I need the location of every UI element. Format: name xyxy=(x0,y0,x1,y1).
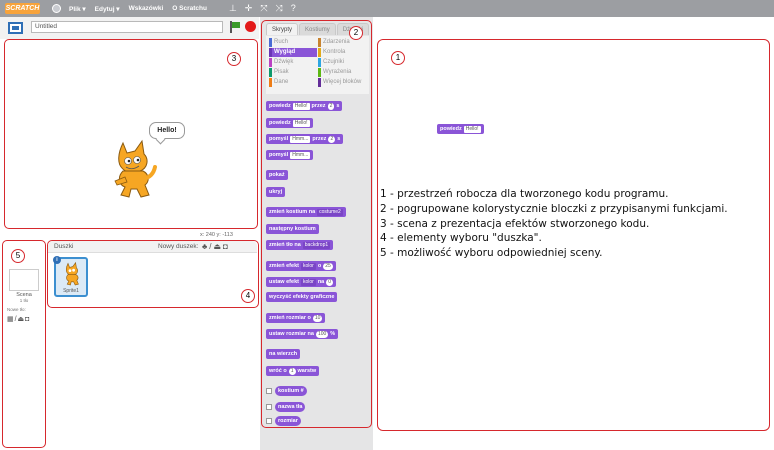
legend-line: 3 - scena z prezentacja efektów stworzon… xyxy=(380,217,650,230)
tab-costumes[interactable]: Kostiumy xyxy=(299,23,336,35)
category-motion[interactable]: Ruch xyxy=(269,38,317,47)
legend-line: 5 - możliwość wyboru odpowiedniej sceny. xyxy=(380,247,603,260)
menu-tips[interactable]: Wskazówki xyxy=(128,5,164,12)
sprites-title: Duszki xyxy=(54,243,74,250)
menu-edit[interactable]: Edytuj ▾ xyxy=(94,5,120,13)
sprite-tile[interactable]: i Sprite1 xyxy=(53,256,88,297)
category-grid: Ruch Wygląd Dźwięk Pisak Dane Zdarzenia … xyxy=(266,36,369,94)
reporter-size[interactable]: rozmiar xyxy=(275,416,301,426)
category-more-blocks[interactable]: Więcej bloków xyxy=(318,78,366,87)
legend-line: 2 - pogrupowane kolorystycznie bloczki z… xyxy=(380,202,728,215)
category-data[interactable]: Dane xyxy=(269,78,317,87)
scripts-highlight xyxy=(377,39,770,431)
badge-1: 1 xyxy=(391,51,405,65)
sprite-name: Sprite1 xyxy=(63,288,79,294)
green-flag-icon[interactable] xyxy=(229,20,241,34)
info-icon[interactable]: i xyxy=(53,256,61,264)
reporter-checkbox[interactable] xyxy=(266,404,272,410)
language-globe-icon[interactable] xyxy=(52,4,61,13)
new-sprite-label: Nowy duszek: xyxy=(158,243,199,250)
stamp-icon[interactable]: ⊥ xyxy=(228,3,237,13)
reporter-checkbox[interactable] xyxy=(266,388,272,394)
scene-thumbnail[interactable] xyxy=(9,269,39,291)
category-operators[interactable]: Wyrażenia xyxy=(318,68,366,77)
badge-2: 2 xyxy=(349,26,363,40)
help-icon[interactable]: ? xyxy=(290,3,296,13)
palette-highlight xyxy=(261,20,372,428)
mouse-coordinates: x: 240 y: -113 xyxy=(200,232,233,238)
sprites-panel: Duszki Nowy duszek: ♣/⏏◘ i Sprite1 xyxy=(47,240,259,308)
reporter-costume-number[interactable]: kostium # xyxy=(275,386,307,396)
menu-file[interactable]: Plik ▾ xyxy=(69,5,86,13)
reporter-checkbox[interactable] xyxy=(266,418,272,424)
speech-bubble: Hello! xyxy=(149,122,185,139)
badge-5: 5 xyxy=(11,249,25,263)
scene-panel: Scena 1 tło Nowe tło: ▦/⏏◘ xyxy=(2,240,46,448)
grow-icon[interactable]: ⤧ xyxy=(260,3,268,13)
menu-about[interactable]: O Scratchu xyxy=(172,5,207,12)
project-title-input[interactable]: Untitled xyxy=(31,21,223,33)
reporter-backdrop-name[interactable]: nazwa tła xyxy=(275,402,306,412)
new-sprite-icons[interactable]: ♣/⏏◘ xyxy=(202,242,230,251)
badge-4: 4 xyxy=(241,289,255,303)
stop-icon[interactable] xyxy=(245,21,256,32)
legend-line: 1 - przestrzeń robocza dla tworzonego ko… xyxy=(380,188,669,200)
block-next-costume[interactable]: następny kostium xyxy=(266,224,319,234)
category-sound[interactable]: Dźwięk xyxy=(269,58,317,67)
category-pen[interactable]: Pisak xyxy=(269,68,317,77)
stage[interactable]: Hello! xyxy=(4,39,258,229)
new-backdrop-icons[interactable]: ▦/⏏◘ xyxy=(7,316,31,323)
scratch-logo[interactable]: SCRATCH xyxy=(5,3,40,14)
category-sensing[interactable]: Czujniki xyxy=(318,58,366,67)
badge-3: 3 xyxy=(227,52,241,66)
legend-line: 4 - elementy wyboru "duszka". xyxy=(380,232,542,245)
cat-sprite-icon[interactable] xyxy=(109,137,157,202)
stage-header: Untitled xyxy=(0,17,259,39)
stage-mode-icon[interactable] xyxy=(8,22,23,34)
block-go-to-front[interactable]: na wierzch xyxy=(266,349,301,359)
move-icon[interactable]: ✛ xyxy=(244,3,253,13)
menu-bar: SCRATCH Plik ▾ Edytuj ▾ Wskazówki O Scra… xyxy=(0,0,774,17)
sprites-header: Duszki Nowy duszek: ♣/⏏◘ xyxy=(48,241,257,253)
category-events[interactable]: Zdarzenia xyxy=(318,38,366,47)
legend-box: 1 - przestrzeń robocza dla tworzonego ko… xyxy=(380,187,768,261)
cat-thumbnail-icon xyxy=(66,261,79,286)
block-show[interactable]: pokaż xyxy=(266,170,288,180)
block-clear-effects[interactable]: wyczyść efekty graficzne xyxy=(266,292,338,302)
block-hide[interactable]: ukryj xyxy=(266,187,286,197)
shrink-icon[interactable]: ⤨ xyxy=(275,3,283,13)
tab-scripts[interactable]: Skrypty xyxy=(266,23,299,35)
scene-label: Scena xyxy=(16,292,32,298)
scene-backdrop-count: 1 tło xyxy=(19,298,29,303)
category-control[interactable]: Kontrola xyxy=(318,48,366,57)
category-looks[interactable]: Wygląd xyxy=(269,48,317,57)
new-backdrop-label: Nowe tło: xyxy=(7,307,26,312)
